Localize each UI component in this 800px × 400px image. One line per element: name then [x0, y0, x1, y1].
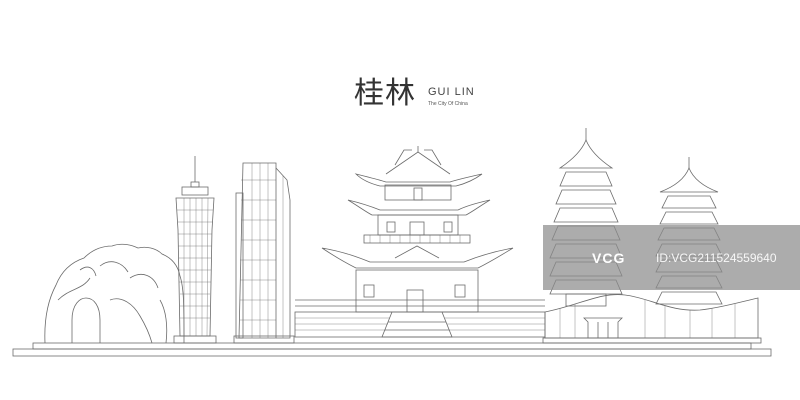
traditional-pavilion [294, 146, 546, 338]
city-title-chinese: 桂林 [354, 76, 416, 111]
watermark-band [543, 225, 800, 290]
rock-hill [44, 243, 185, 344]
modern-curved-hall [542, 294, 762, 344]
city-title-english: GUI LIN [428, 86, 475, 98]
city-subtitle: The City Of China [428, 101, 468, 107]
watermark-logo: VCG [592, 250, 626, 266]
ground-platform [12, 342, 772, 357]
round-skyscraper [173, 156, 217, 344]
watermark-id: ID:VCG211524559640 [656, 251, 777, 265]
glass-office-tower [233, 162, 295, 344]
